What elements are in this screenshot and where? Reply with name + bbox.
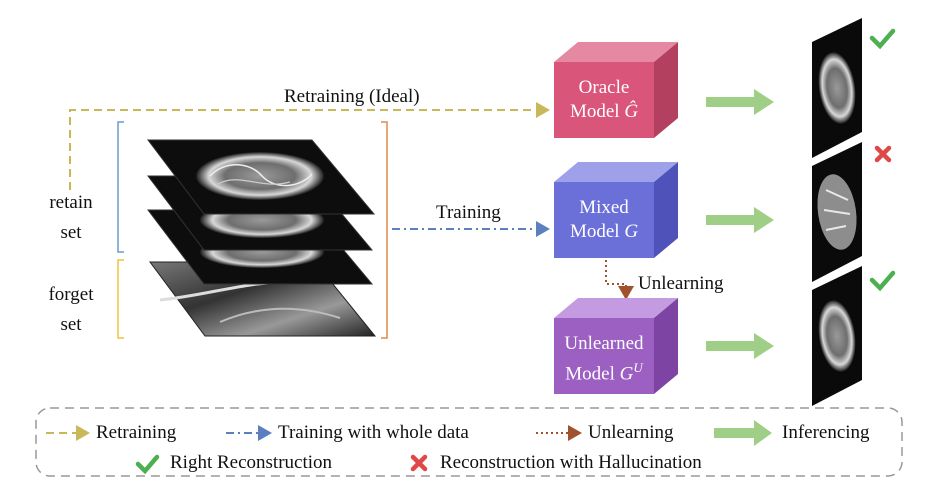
cross-icon: [410, 454, 428, 472]
cross-icon: [874, 145, 892, 163]
oracle-model-box: [554, 42, 678, 138]
legend-training-text: Training with whole data: [278, 422, 469, 443]
inference-arrow-2: [706, 207, 774, 233]
output-slice-unlearned: [812, 266, 862, 406]
legend-hallucination-text: Reconstruction with Hallucination: [440, 452, 702, 473]
output-slice-mixed: [812, 142, 862, 282]
mixed-model-box: [554, 162, 678, 258]
legend-inference-arrow: [714, 420, 772, 446]
forget-bracket: [117, 259, 124, 339]
check-icon: [135, 454, 160, 475]
retraining-path: [69, 102, 550, 190]
legend-inferencing-text: Inferencing: [782, 422, 870, 443]
retain-set-label: retain set: [49, 192, 93, 243]
check-icon: [869, 28, 896, 50]
inference-arrow-1: [706, 89, 774, 115]
unlearned-model-label: Unlearned Model GU: [564, 333, 644, 385]
training-label: Training: [436, 202, 501, 223]
unlearned-model-box: [554, 298, 678, 394]
unlearning-path: [605, 260, 634, 300]
legend-box: [35, 407, 903, 477]
mri-slice-stack: [146, 139, 377, 337]
legend-unlearning-text: Unlearning: [588, 422, 674, 443]
inference-arrow-3: [706, 333, 774, 359]
output-slice-oracle: [812, 18, 862, 158]
set-bracket: [381, 121, 388, 339]
forget-set-label: forget set: [48, 284, 94, 335]
retain-bracket: [117, 121, 124, 253]
legend-retraining-text: Retraining: [96, 422, 177, 443]
oracle-model-label: Oracle Model Ĝ: [569, 77, 639, 122]
legend-right-text: Right Reconstruction: [170, 452, 333, 473]
unlearning-label: Unlearning: [638, 273, 724, 294]
check-icon: [869, 270, 896, 292]
mixed-model-label: Mixed Model G: [569, 197, 639, 242]
retraining-ideal-label: Retraining (Ideal): [284, 86, 420, 107]
